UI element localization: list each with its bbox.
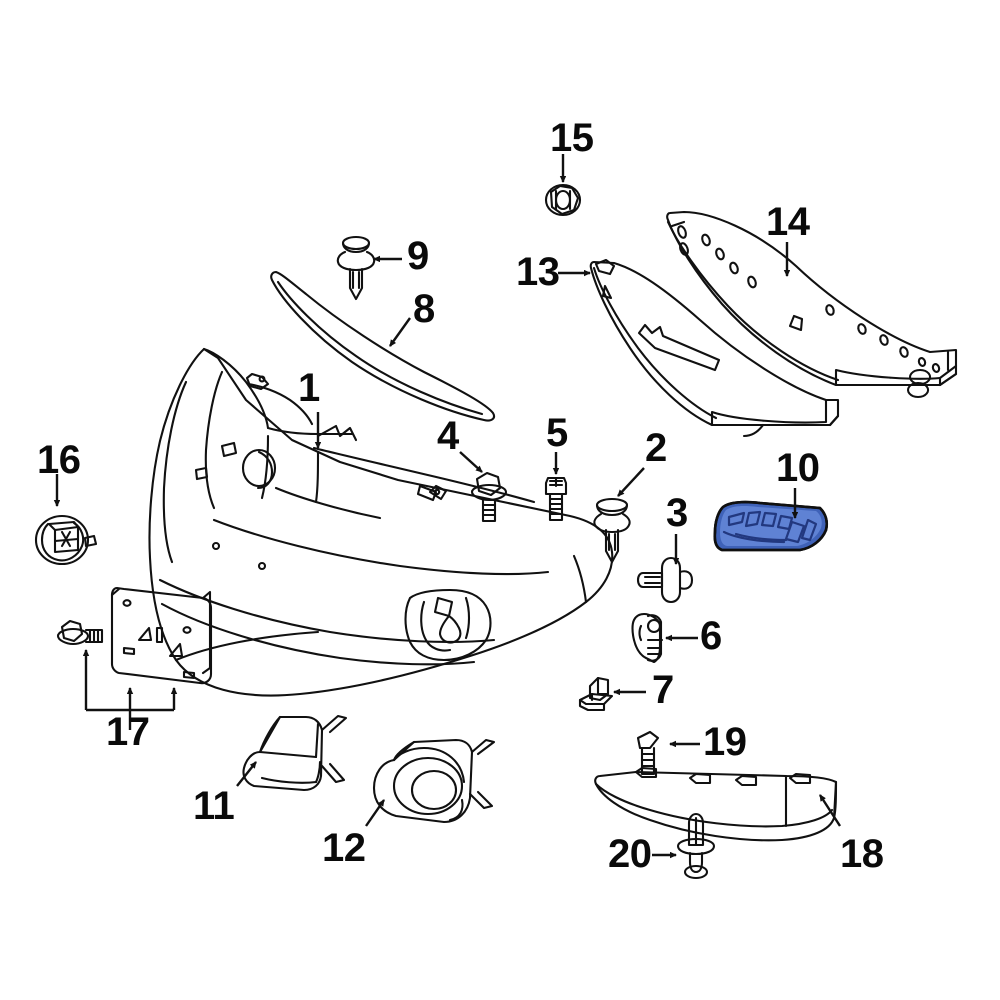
- callout-number-20[interactable]: 20: [608, 832, 652, 876]
- part-energy-absorber[interactable]: [589, 258, 840, 438]
- part-retainer-2[interactable]: [593, 497, 631, 564]
- callout-number-8[interactable]: 8: [413, 287, 435, 331]
- callout-number-17[interactable]: 17: [106, 710, 150, 754]
- part-license-bolt-17[interactable]: [56, 619, 104, 646]
- callout-number-2[interactable]: 2: [645, 426, 667, 470]
- part-fog-lamp-cover-blank-11[interactable]: [242, 714, 348, 792]
- callout-number-18[interactable]: 18: [840, 832, 884, 876]
- callout-number-12[interactable]: 12: [322, 826, 366, 870]
- callout-number-11[interactable]: 11: [193, 784, 235, 828]
- callout-number-9[interactable]: 9: [407, 234, 429, 278]
- part-lower-spoiler-18[interactable]: [594, 766, 838, 842]
- part-bumper-cover[interactable]: [148, 347, 614, 697]
- part-bumper-reinforcement[interactable]: [666, 210, 958, 399]
- callout-number-14[interactable]: 14: [766, 200, 810, 244]
- callout-number-16[interactable]: 16: [37, 438, 81, 482]
- leader-2: [617, 467, 645, 497]
- callout-number-1[interactable]: 1: [298, 366, 320, 410]
- leader-lines-group: [53, 154, 842, 859]
- part-bumper-seal-strip[interactable]: [270, 270, 496, 422]
- part-side-retainer-6[interactable]: [631, 612, 664, 664]
- callout-number-15[interactable]: 15: [550, 116, 594, 160]
- callout-number-7[interactable]: 7: [652, 668, 674, 712]
- part-tow-hook-cover-16[interactable]: [34, 514, 98, 566]
- leader-18: [818, 794, 842, 827]
- callout-number-10[interactable]: 10: [776, 446, 820, 490]
- part-tapping-screw-19[interactable]: [636, 730, 660, 776]
- part-clip-retainer-7[interactable]: [578, 676, 614, 712]
- callout-number-5[interactable]: 5: [546, 411, 568, 455]
- part-license-plate-bracket-17[interactable]: [110, 586, 213, 685]
- leader-4: [459, 451, 483, 473]
- leader-11: [236, 761, 257, 787]
- part-fog-lamp-bezel-12[interactable]: [372, 738, 496, 824]
- part-fog-light-cover-highlighted[interactable]: [713, 500, 829, 552]
- part-clip-9[interactable]: [336, 235, 376, 301]
- callout-number-19[interactable]: 19: [703, 720, 747, 764]
- leader-12: [365, 799, 385, 827]
- callout-number-4[interactable]: 4: [437, 414, 459, 458]
- part-flange-nut-15[interactable]: [544, 183, 582, 217]
- part-push-rivet-20[interactable]: [676, 812, 716, 880]
- callout-number-13[interactable]: 13: [516, 250, 560, 294]
- part-screw-5[interactable]: [544, 476, 568, 522]
- part-push-clip-3[interactable]: [636, 556, 694, 604]
- part-hex-bolt-4[interactable]: [470, 471, 508, 523]
- callout-number-3[interactable]: 3: [666, 491, 688, 535]
- leader-8: [389, 317, 411, 347]
- callout-number-6[interactable]: 6: [700, 614, 722, 658]
